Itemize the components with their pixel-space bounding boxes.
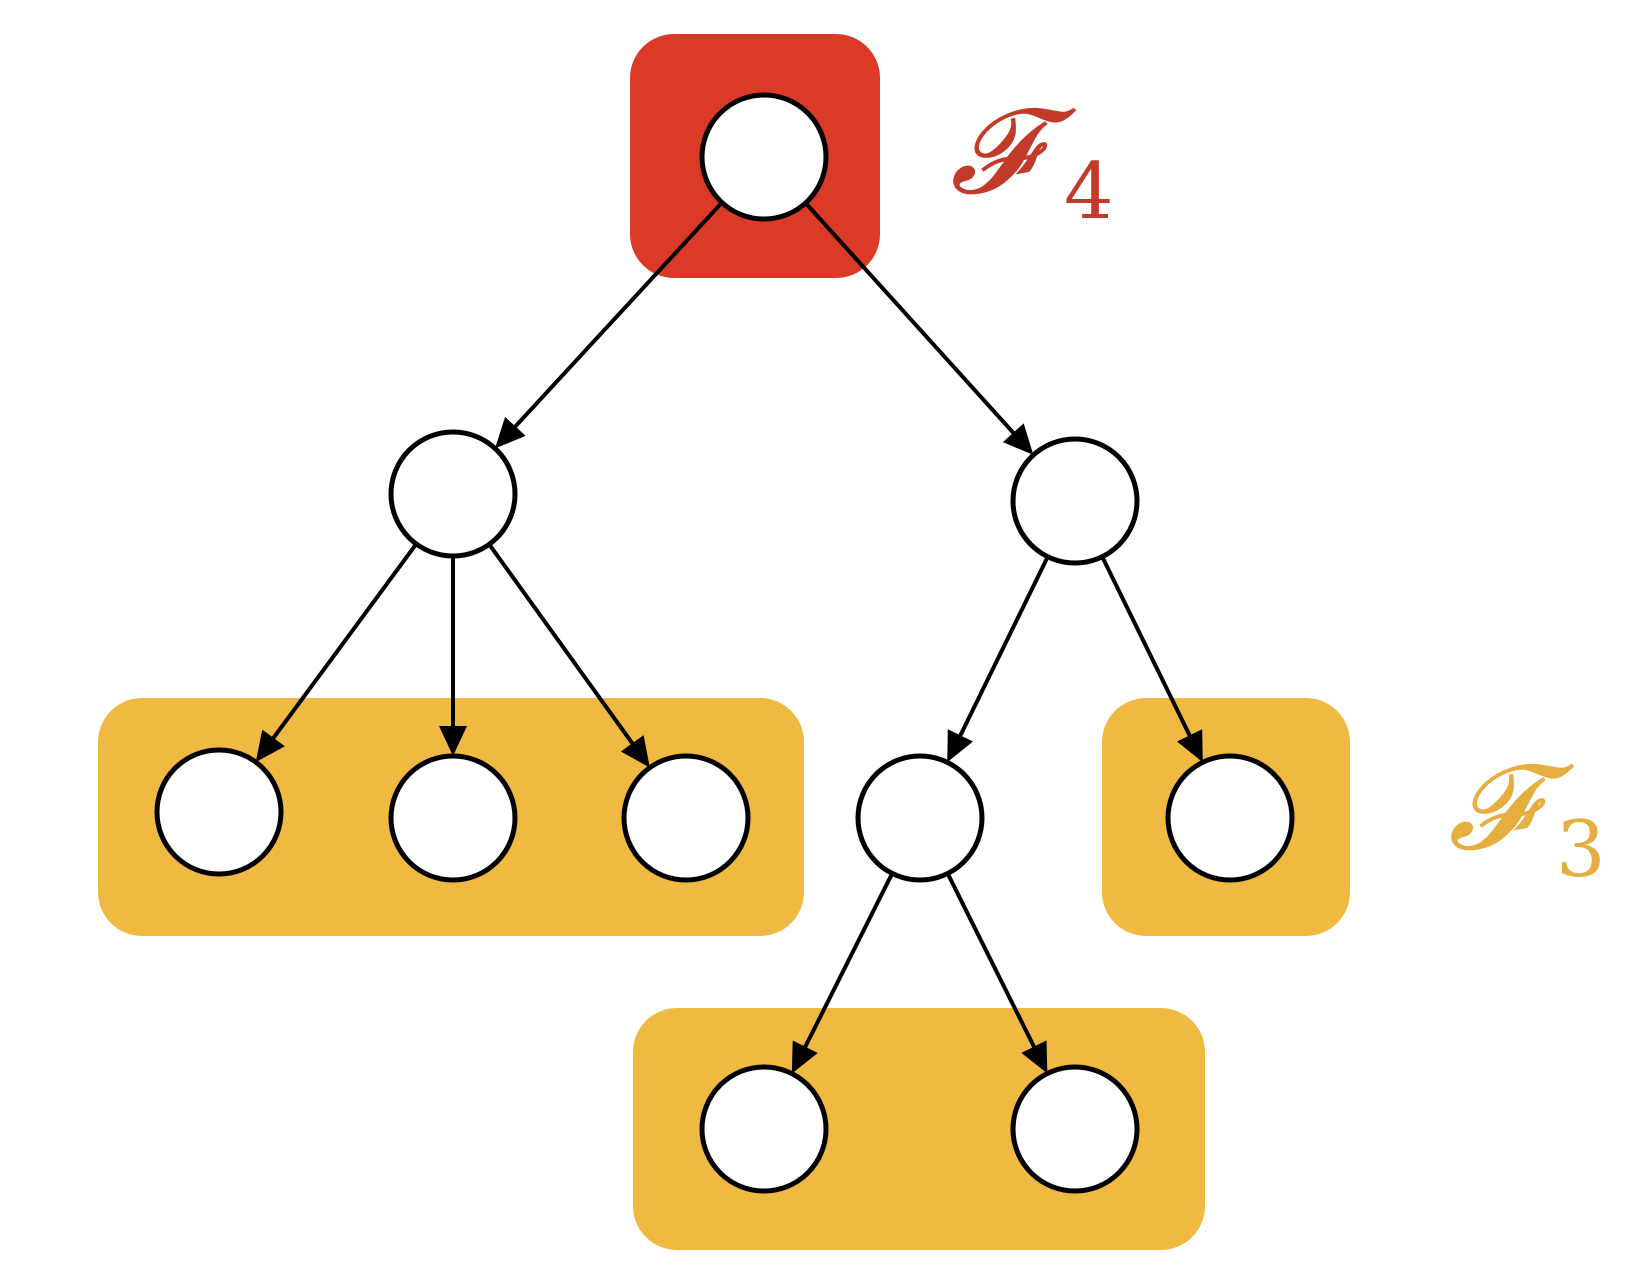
f3-label-subscript: 3 <box>1556 805 1606 895</box>
arrowhead-n1-n3 <box>255 729 285 763</box>
f4-label-subscript: 4 <box>1064 147 1114 237</box>
tree-node-n4 <box>388 753 518 883</box>
arrowhead-n1-n4 <box>439 726 467 756</box>
arrowhead-n1-n5 <box>620 735 650 768</box>
arrowhead-n6-n8 <box>791 1040 818 1074</box>
tree-node-n8 <box>699 1064 829 1194</box>
arrowhead-n0-n2 <box>1002 423 1034 456</box>
label-f3: 𝓕 3 <box>1448 738 1606 895</box>
tree-node-n2 <box>1010 436 1140 566</box>
tree-node-n5 <box>621 753 751 883</box>
tree-node-n1 <box>388 429 518 559</box>
tree-node-n0 <box>699 92 829 222</box>
edge-n2-n7 <box>1100 555 1202 756</box>
edge-n1-n5 <box>487 543 647 763</box>
label-f4: 𝓕 4 <box>950 82 1114 237</box>
arrowhead-n2-n7 <box>1177 729 1203 763</box>
tree-node-n3 <box>154 747 284 877</box>
tree-node-n9 <box>1010 1064 1140 1194</box>
highlight-boxes <box>98 34 1350 1250</box>
f4-label-main: 𝓕 <box>950 82 1077 220</box>
edge-n6-n8 <box>793 872 894 1068</box>
edge-n0-n1 <box>499 201 724 444</box>
edge-n6-n9 <box>945 872 1046 1068</box>
edge-n0-n2 <box>804 201 1030 451</box>
arrowhead-n0-n1 <box>495 416 526 449</box>
arrowhead-n2-n6 <box>947 729 973 763</box>
edge-n1-n3 <box>258 542 418 757</box>
tree-node-n7 <box>1165 753 1295 883</box>
edges <box>255 201 1203 1074</box>
edge-n2-n6 <box>948 555 1050 756</box>
tree-node-n6 <box>855 753 985 883</box>
arrowhead-n6-n9 <box>1021 1040 1048 1074</box>
nodes <box>154 92 1295 1194</box>
